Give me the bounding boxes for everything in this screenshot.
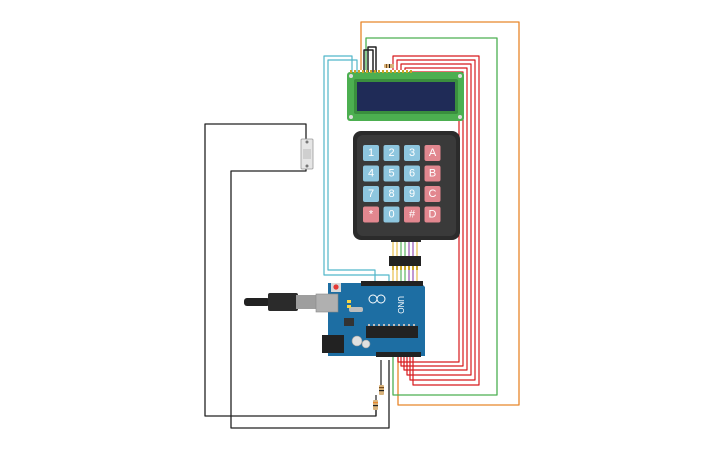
keypad-key-label: 6: [409, 168, 415, 180]
wire-red-2[interactable]: [396, 59, 476, 381]
usb-cable[interactable]: [244, 293, 316, 311]
keypad-key-face: [383, 145, 400, 161]
wire-red-3[interactable]: [400, 63, 472, 376]
keypad-key[interactable]: D: [424, 206, 441, 223]
keypad-key-label: D: [429, 209, 437, 221]
keypad-key-label: 7: [368, 188, 374, 200]
keypad-key-face: [424, 186, 441, 202]
keypad-key-face: [363, 165, 379, 182]
keypad-key[interactable]: 6: [404, 165, 420, 182]
keypad-ribbon: [391, 236, 421, 242]
keypad-key[interactable]: 4: [363, 165, 379, 182]
keypad-key[interactable]: C: [424, 186, 441, 202]
keypad-key[interactable]: 9: [404, 186, 420, 202]
capacitor: [361, 339, 371, 349]
keypad-key-label: 0: [388, 209, 394, 221]
keypad-key-face: [363, 206, 379, 223]
keypad-key-face: [404, 206, 420, 223]
board-model-label: UNO: [396, 296, 405, 314]
keypad-key-face: [404, 145, 420, 161]
keypad-connector-pins: [392, 266, 418, 270]
keypad-key-label: A: [429, 147, 437, 159]
keypad-key-label: C: [429, 188, 437, 200]
keypad-key-label: #: [409, 209, 416, 221]
keypad-key[interactable]: 8: [383, 186, 400, 202]
keypad-key-label: 3: [409, 147, 415, 159]
push-button[interactable]: [300, 138, 314, 170]
keypad-key-label: 1: [368, 147, 374, 159]
lcd-resistor[interactable]: [384, 64, 394, 68]
keypad-key[interactable]: 3: [404, 145, 420, 161]
arduino-logo: [368, 294, 386, 304]
wire-black-button-2[interactable]: [230, 167, 390, 429]
regulator: [344, 318, 354, 326]
microcontroller-chip: [366, 326, 418, 338]
keypad-key[interactable]: 0: [383, 206, 400, 223]
keypad-key-face: [363, 145, 379, 161]
lcd-mount-hole: [458, 74, 462, 78]
keypad-key[interactable]: 2: [383, 145, 400, 161]
lcd-mount-hole: [458, 115, 462, 119]
keypad-key-face: [404, 186, 420, 202]
keypad-key[interactable]: 5: [383, 165, 400, 182]
digital-header: [361, 281, 423, 286]
chip-pins: [368, 324, 415, 326]
push-button-leg: [305, 164, 309, 168]
keypad-key[interactable]: 7: [363, 186, 379, 202]
keypad-key-face: [383, 206, 400, 223]
keypad-key[interactable]: 1: [363, 145, 379, 161]
keypad-key[interactable]: #: [404, 206, 420, 223]
keypad-key-face: [424, 206, 441, 223]
keypad-keys: 1 2 3 A 4 5 6 B 7 8 9 C * 0 # D: [363, 145, 441, 223]
status-led: [347, 300, 351, 303]
usb-plug-housing: [268, 293, 298, 311]
keypad-key-face: [383, 186, 400, 202]
usb-socket: [315, 293, 339, 313]
power-analog-header: [376, 352, 421, 357]
wire-cyan-1[interactable]: [323, 55, 390, 283]
usb-plug-metal: [296, 295, 316, 309]
keypad-key-face: [383, 165, 400, 182]
keypad-key-face: [404, 165, 420, 182]
keypad-key-label: 8: [388, 188, 394, 200]
keypad-key-face: [424, 165, 441, 182]
keypad-key[interactable]: *: [363, 206, 379, 223]
lcd-screen: [357, 82, 455, 111]
keypad-key[interactable]: B: [424, 165, 441, 182]
arduino-uno[interactable]: UNO: [315, 281, 425, 357]
status-led: [347, 305, 351, 308]
reset-button-cap: [333, 284, 339, 290]
power-jack: [322, 335, 344, 353]
wire-orange[interactable]: [360, 21, 520, 406]
keypad-key-label: 2: [388, 147, 394, 159]
push-button-leg: [305, 140, 309, 144]
lcd-mount-hole: [349, 115, 353, 119]
resistor-bottom-1[interactable]: [379, 385, 384, 395]
keypad-key-face: [424, 145, 441, 161]
keypad-key-label: 9: [409, 188, 415, 200]
wire-cyan-2[interactable]: [327, 59, 376, 283]
keypad[interactable]: 1 2 3 A 4 5 6 B 7 8 9 C * 0 # D: [353, 131, 460, 270]
lcd-pin-header: [350, 70, 412, 73]
keypad-connector: [389, 256, 421, 266]
keypad-key-face: [363, 186, 379, 202]
capacitor: [351, 335, 363, 347]
crystal: [349, 307, 363, 312]
resistor-bottom-2[interactable]: [373, 400, 378, 410]
lcd-display[interactable]: [347, 64, 464, 121]
wire-green[interactable]: [365, 37, 498, 396]
wire-red-4[interactable]: [403, 67, 468, 371]
wire-black-lcd-2[interactable]: [367, 46, 377, 72]
keypad-key-label: *: [369, 209, 374, 221]
keypad-key[interactable]: A: [424, 145, 441, 161]
keypad-key-label: 4: [368, 168, 374, 180]
usb-cable-end: [244, 298, 270, 306]
lcd-mount-hole: [349, 74, 353, 78]
keypad-key-label: B: [429, 168, 436, 180]
push-button-cap: [303, 149, 311, 159]
keypad-key-label: 5: [388, 168, 394, 180]
